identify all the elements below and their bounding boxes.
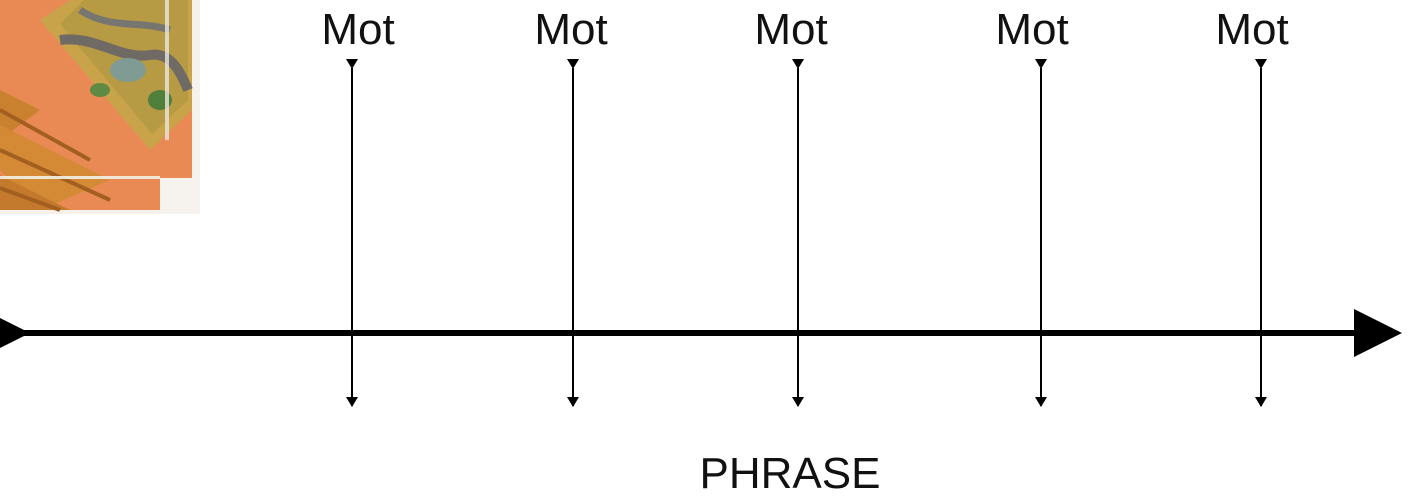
word-label: Mot: [321, 5, 395, 54]
word-label: Mot: [1215, 5, 1289, 54]
word-label: Mot: [534, 5, 608, 54]
phrase-label: PHRASE: [699, 449, 881, 498]
book-cover-image: [0, 0, 200, 214]
word-label: Mot: [995, 5, 1069, 54]
word-label: Mot: [754, 5, 828, 54]
